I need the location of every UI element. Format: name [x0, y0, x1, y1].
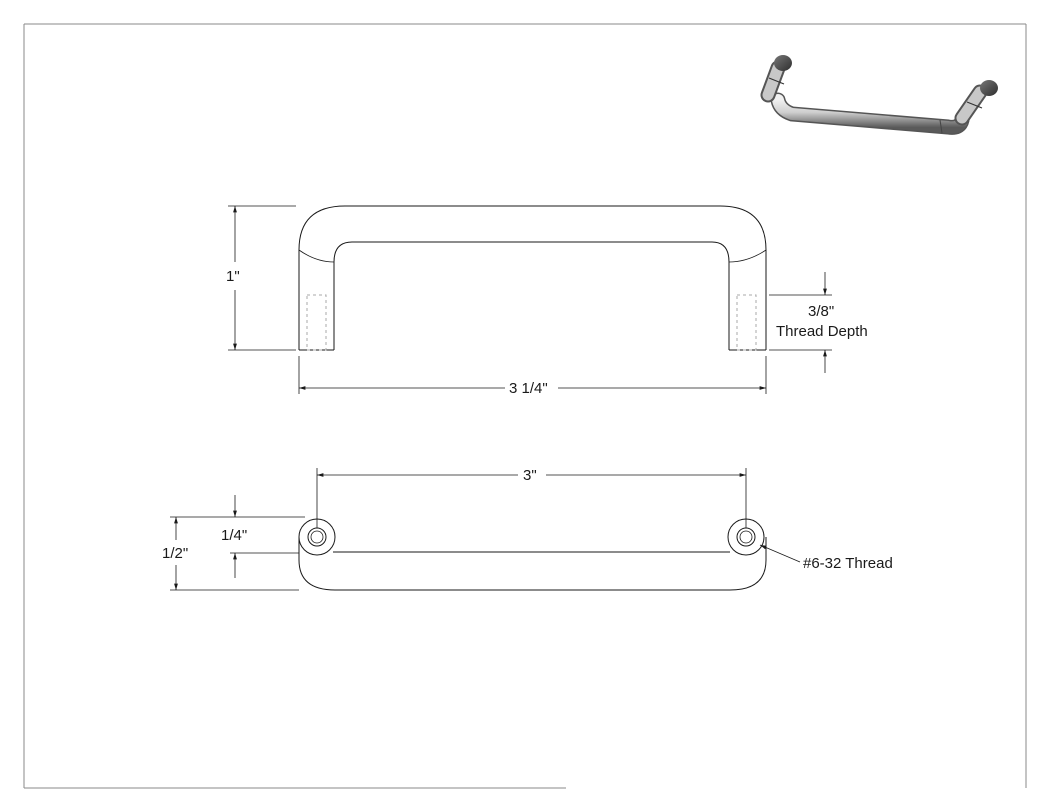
depth-dimension [170, 516, 305, 591]
thread-leader [759, 544, 801, 563]
width-label: 3 1/4" [509, 380, 548, 397]
offset-label: 1/4" [221, 527, 247, 544]
thread-depth-value: 3/8" [808, 303, 834, 320]
height-label: 1" [226, 268, 240, 285]
offset-dimension [230, 495, 299, 578]
width-dimension [298, 356, 767, 394]
center-dimension [316, 468, 747, 528]
thread-hole-hidden-lines [306, 294, 757, 351]
center-label: 3" [523, 467, 537, 484]
front-view-handle [298, 205, 767, 351]
thread-depth-caption: Thread Depth [776, 323, 868, 340]
thread-depth-dimension [769, 272, 832, 373]
depth-label: 1/2" [162, 545, 188, 562]
top-view-handle [298, 518, 767, 591]
height-dimension [228, 205, 296, 351]
handle-3d-thumbnail [760, 55, 998, 135]
drawing-frame [23, 23, 1027, 789]
thread-label: #6-32 Thread [803, 555, 893, 572]
